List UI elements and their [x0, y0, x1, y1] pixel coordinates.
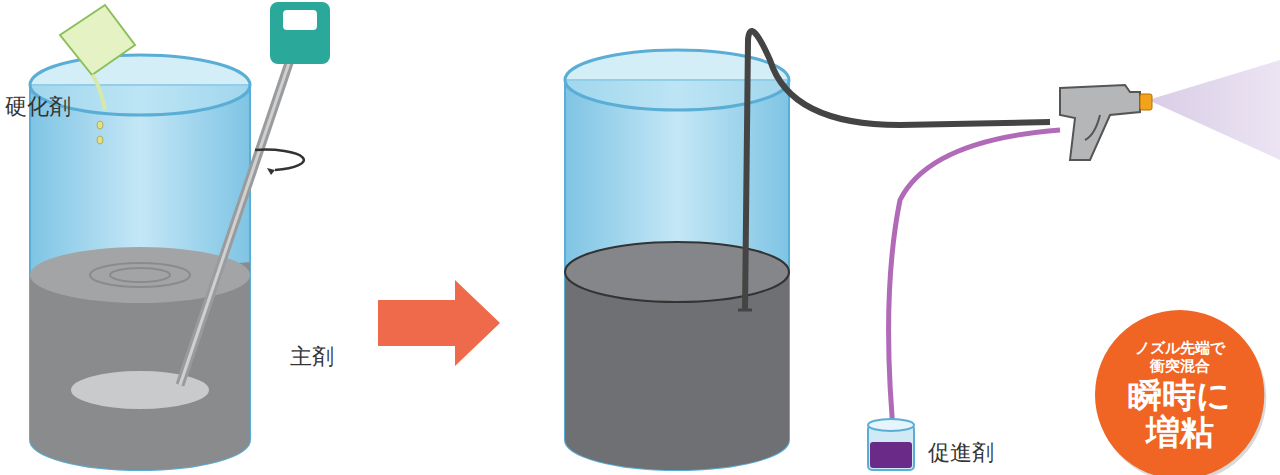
badge-subtext: ノズル先端で 衝突混合 [1125, 339, 1235, 375]
bucket-right [565, 31, 1050, 470]
spray-gun [1060, 60, 1280, 160]
part-label: 促進剤 [928, 438, 994, 468]
part-label: 硬化剤 [5, 92, 71, 122]
bucket-left [30, 2, 330, 470]
flow-arrow [378, 280, 500, 366]
hardener-cup [60, 5, 135, 144]
accelerator-cup [868, 130, 1060, 470]
badge-text: 瞬時に 増粘 [1120, 377, 1240, 452]
badge-circle: ノズル先端で 衝突混合瞬時に 増粘 [1092, 307, 1267, 475]
part-label: 主剤 [290, 342, 334, 372]
